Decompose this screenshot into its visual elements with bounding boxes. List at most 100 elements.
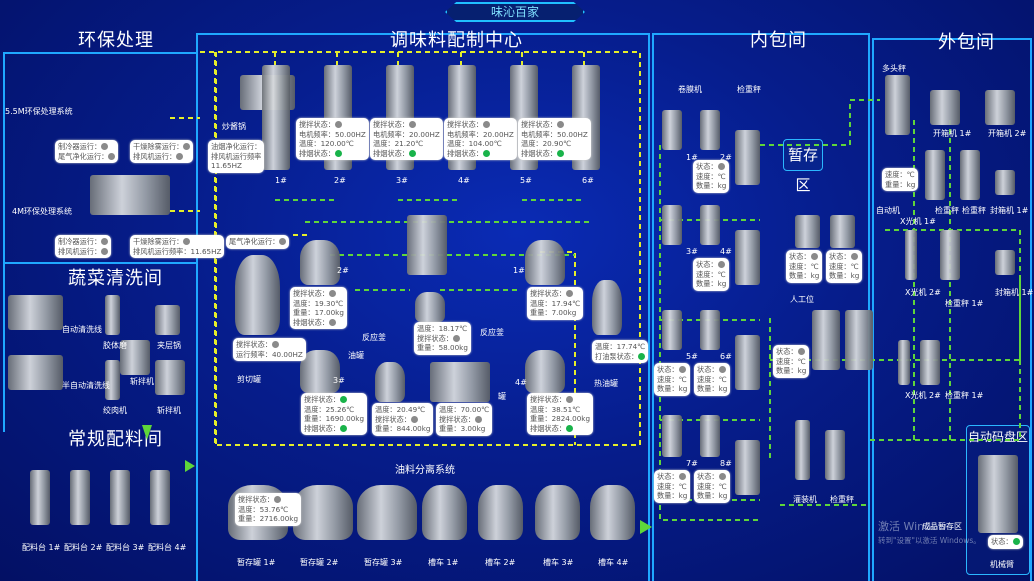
filter-tower[interactable] (407, 215, 447, 275)
info-label: 搅拌状态： (447, 120, 483, 129)
label-p1: 1# (686, 153, 698, 162)
tanker-3[interactable] (535, 485, 580, 540)
filling-machine[interactable] (795, 420, 810, 480)
info-value: 3.00kg (460, 424, 486, 433)
meat-grinder[interactable] (105, 360, 120, 400)
chopper-1[interactable] (120, 340, 150, 375)
film-machine-1[interactable] (662, 110, 682, 150)
manual-station-2[interactable] (830, 215, 855, 248)
checkweigher-6[interactable] (925, 150, 945, 200)
env-system-2[interactable] (90, 175, 170, 215)
robot-arm[interactable] (978, 455, 1018, 533)
info-value: 50.00HZ (556, 129, 588, 139)
info-label: 速度： (885, 170, 907, 179)
manual-station-5[interactable] (845, 310, 873, 370)
info-label: 温度： (530, 298, 552, 308)
film-machine-4[interactable] (700, 205, 720, 245)
jacketed-kettle[interactable] (155, 305, 180, 335)
info-label: 状态： (789, 252, 811, 261)
status-dot-icon (565, 290, 573, 297)
info-label: 速度： (657, 374, 679, 384)
info-row: 重量：58.00kg (417, 343, 468, 353)
reactor-4[interactable] (525, 350, 565, 393)
storage-tank-3[interactable] (357, 485, 417, 540)
colloid-mill[interactable] (105, 295, 120, 335)
carton-opener-1[interactable] (930, 90, 960, 125)
multihead-weigher[interactable] (885, 75, 910, 135)
info-row: 搅拌状态： (521, 120, 588, 130)
chopper-2[interactable] (155, 360, 185, 395)
info-row: 重量：2716.00kg (238, 514, 298, 524)
film-machine-6[interactable] (700, 310, 720, 350)
info-label: 重量： (304, 414, 326, 423)
oil-tank[interactable] (375, 362, 405, 402)
status-dot-icon (810, 253, 818, 260)
manual-station-4[interactable] (812, 310, 840, 370)
hot-oil-tank[interactable] (592, 280, 622, 335)
xray-1[interactable] (905, 230, 917, 280)
info-label: 状态： (657, 472, 679, 481)
status-dot-icon (482, 149, 490, 157)
info-label: 排烟状态： (447, 148, 483, 158)
separator[interactable] (430, 362, 490, 402)
tanker-1[interactable] (422, 485, 467, 540)
label-p5: 5# (686, 352, 698, 361)
manual-station-1[interactable] (795, 215, 820, 248)
info-label: 搅拌状态： (521, 120, 557, 129)
film-machine-5[interactable] (662, 310, 682, 350)
checkweigher-1[interactable] (735, 130, 760, 185)
xray-2[interactable] (898, 340, 910, 385)
batching-table-2[interactable] (70, 470, 90, 525)
info-value: ℃ (906, 170, 915, 179)
shear-tank[interactable] (235, 255, 280, 335)
tanker-2[interactable] (478, 485, 523, 540)
batching-table-4[interactable] (150, 470, 170, 525)
status-dot-icon (339, 396, 347, 403)
checkweigher-5[interactable] (825, 430, 845, 480)
info-label: 温度： (238, 504, 260, 514)
status-dot-icon (718, 366, 726, 373)
checkweigher-2[interactable] (735, 230, 760, 285)
checkweigher-9[interactable] (920, 340, 940, 385)
label-b3: 配料台 3# (106, 543, 145, 552)
batching-table-1[interactable] (30, 470, 50, 525)
film-machine-7[interactable] (662, 415, 682, 457)
checkweigher-3[interactable] (735, 335, 760, 390)
case-sealer-1[interactable] (995, 170, 1015, 195)
checkweigher-7[interactable] (960, 150, 980, 200)
info-row: 重量：7.00kg (530, 308, 580, 318)
auto-wash-line[interactable] (8, 295, 63, 330)
film-machine-8[interactable] (700, 415, 720, 457)
info-row: 搅拌状态： (373, 120, 440, 130)
info-label: 重量： (530, 414, 552, 423)
info-value: kg (678, 384, 688, 393)
info-box-env1a: 制冷器运行：尾气净化运行： (55, 140, 119, 163)
checkweigher-4[interactable] (735, 440, 760, 495)
tanker-4[interactable] (590, 485, 635, 540)
case-sealer-2[interactable] (995, 250, 1015, 275)
info-row: 电机频率：20.00HZ (447, 130, 514, 140)
info-label: 搅拌状态： (439, 414, 475, 424)
reactor-1[interactable] (525, 240, 565, 285)
info-row: 排烟状态： (447, 149, 514, 159)
info-row: 重量：844.00kg (375, 424, 430, 434)
checkweigher-8[interactable] (940, 230, 960, 280)
film-machine-2[interactable] (700, 110, 720, 150)
wok-1[interactable] (262, 65, 290, 170)
batching-table-3[interactable] (110, 470, 130, 525)
info-label: 速度： (657, 481, 679, 491)
carton-opener-2[interactable] (985, 90, 1015, 125)
status-dot-icon (183, 238, 191, 245)
info-label: 温度： (299, 139, 321, 148)
info-label: 数量： (697, 384, 719, 393)
info-value: 120.00℃ (320, 139, 354, 148)
film-machine-3[interactable] (662, 205, 682, 245)
semi-auto-wash-line[interactable] (8, 355, 63, 390)
reactor-2[interactable] (300, 240, 340, 285)
center-tank[interactable] (415, 292, 445, 322)
reactor-3[interactable] (300, 350, 340, 393)
storage-tank-2[interactable] (293, 485, 353, 540)
